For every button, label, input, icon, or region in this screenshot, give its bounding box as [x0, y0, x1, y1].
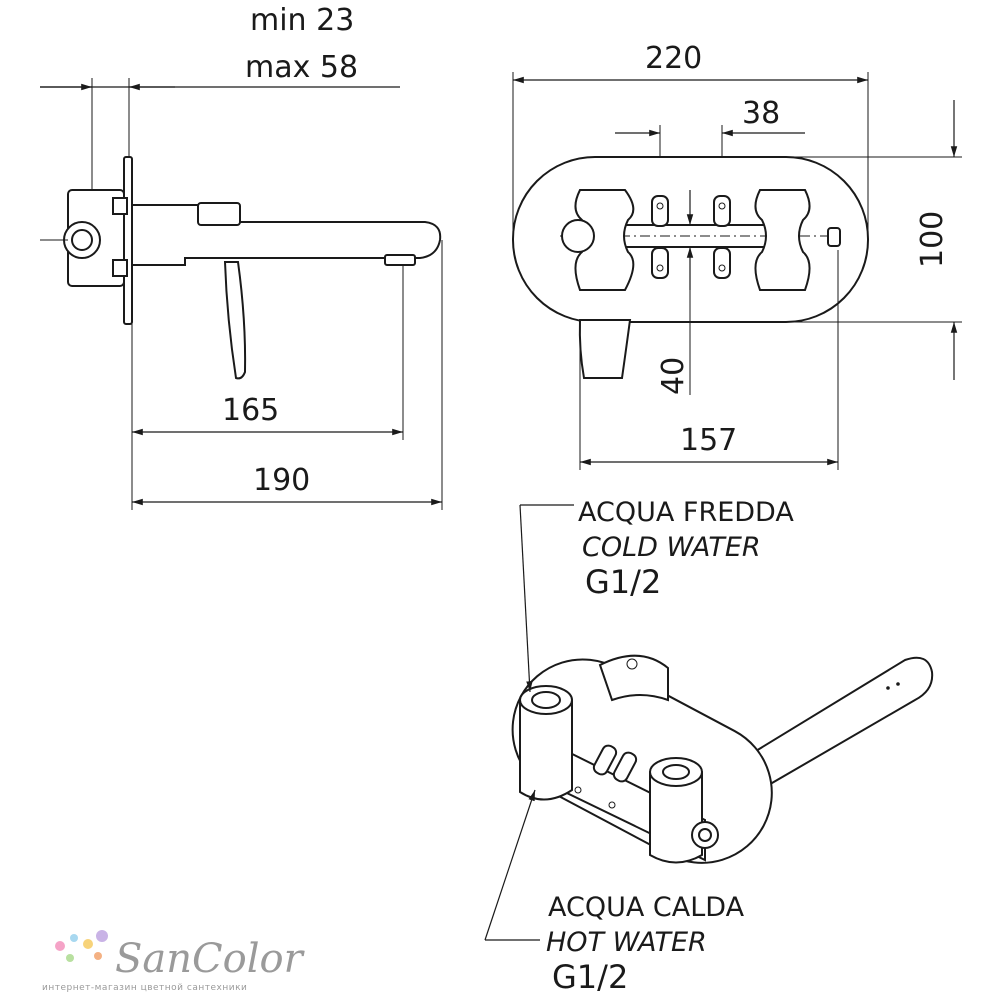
spout-side [131, 204, 442, 266]
watermark-tagline: интернет-магазин цветной сантехники [42, 983, 247, 993]
right-inlet-front [754, 189, 811, 291]
side-view: min 23 max 58 165 190 [40, 3, 443, 510]
dim-body-width: 157 [680, 423, 737, 458]
hot-water-label-it: ACQUA CALDA [548, 892, 745, 923]
spout-iso [726, 656, 934, 792]
hot-water-label-en: HOT WATER [546, 927, 707, 958]
mounting-brackets [651, 195, 731, 279]
front-view: 220 38 100 [512, 41, 962, 470]
cold-water-thread: G1/2 [585, 563, 661, 601]
watermark-logo: SanColor интернет-магазин цветной сантех… [42, 930, 306, 993]
dim-plate-width: 220 [645, 41, 702, 76]
cold-water-label-it: ACQUA FREDDA [578, 497, 794, 528]
lever-side [223, 261, 247, 380]
dim-min-depth: min 23 [250, 3, 354, 38]
cold-water-label-en: COLD WATER [582, 532, 761, 563]
watermark-brand: SanColor [115, 936, 306, 982]
hot-water-callout: ACQUA CALDA HOT WATER G1/2 [484, 789, 745, 996]
dim-plate-height: 100 [915, 211, 950, 268]
hot-water-thread: G1/2 [552, 958, 628, 996]
lever-iso [598, 654, 669, 702]
dim-max-depth: max 58 [245, 50, 358, 85]
lever-front [578, 319, 632, 379]
dim-handle-offset: 40 [656, 357, 691, 395]
isometric-view [511, 654, 934, 864]
dim-spout-reach: 165 [222, 393, 279, 428]
wall-plate-side [123, 156, 133, 325]
cold-water-callout: ACQUA FREDDA COLD WATER G1/2 [519, 497, 794, 693]
dim-inlet-spacing: 38 [742, 96, 780, 131]
dim-total-reach: 190 [253, 463, 310, 498]
